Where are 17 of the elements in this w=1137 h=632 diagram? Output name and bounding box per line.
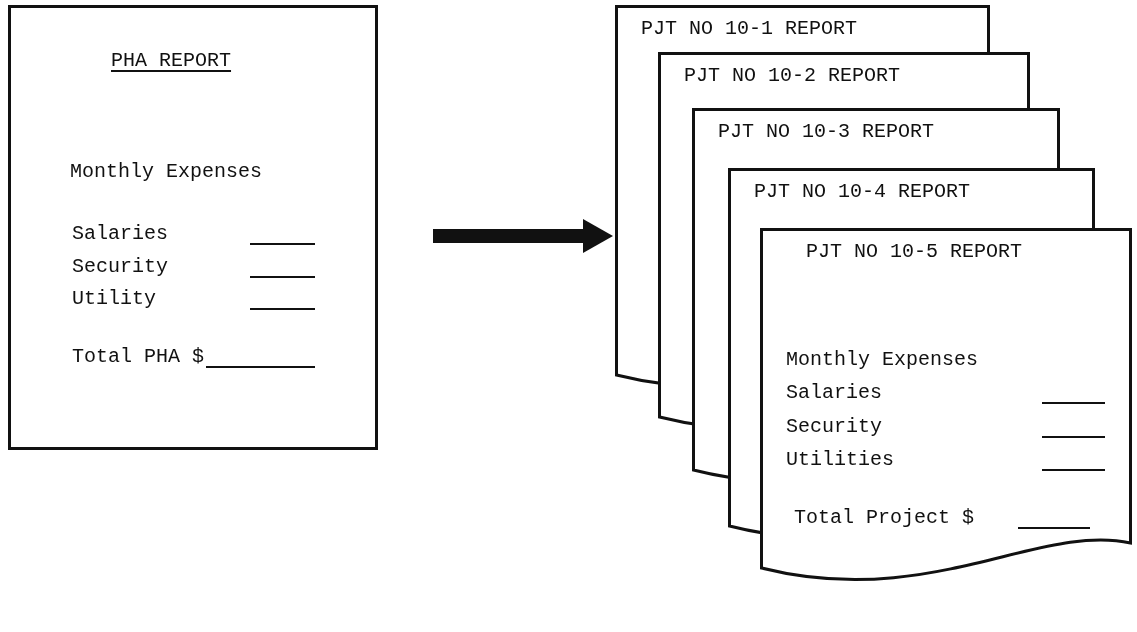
report-title: PJT NO 10-4 REPORT: [754, 180, 971, 204]
report-title: PJT NO 10-1 REPORT: [641, 17, 858, 41]
report-title: PJT NO 10-2 REPORT: [684, 64, 901, 88]
form-label: Salaries: [786, 381, 882, 405]
form-label: Security: [786, 415, 882, 439]
report-title: PHA REPORT: [111, 49, 232, 73]
form-label: Monthly Expenses: [786, 348, 979, 372]
form-label: Utilities: [786, 448, 895, 472]
arrow: [433, 219, 613, 253]
report-title: PJT NO 10-3 REPORT: [718, 120, 935, 144]
form-label: Salaries: [72, 222, 168, 246]
form-label: Monthly Expenses: [70, 160, 263, 184]
form-label: Total PHA $: [72, 345, 205, 369]
form-label: Utility: [72, 287, 156, 311]
form-label: Total Project $: [794, 506, 975, 530]
form-label: Security: [72, 255, 168, 279]
report-title: PJT NO 10-5 REPORT: [806, 240, 1023, 264]
